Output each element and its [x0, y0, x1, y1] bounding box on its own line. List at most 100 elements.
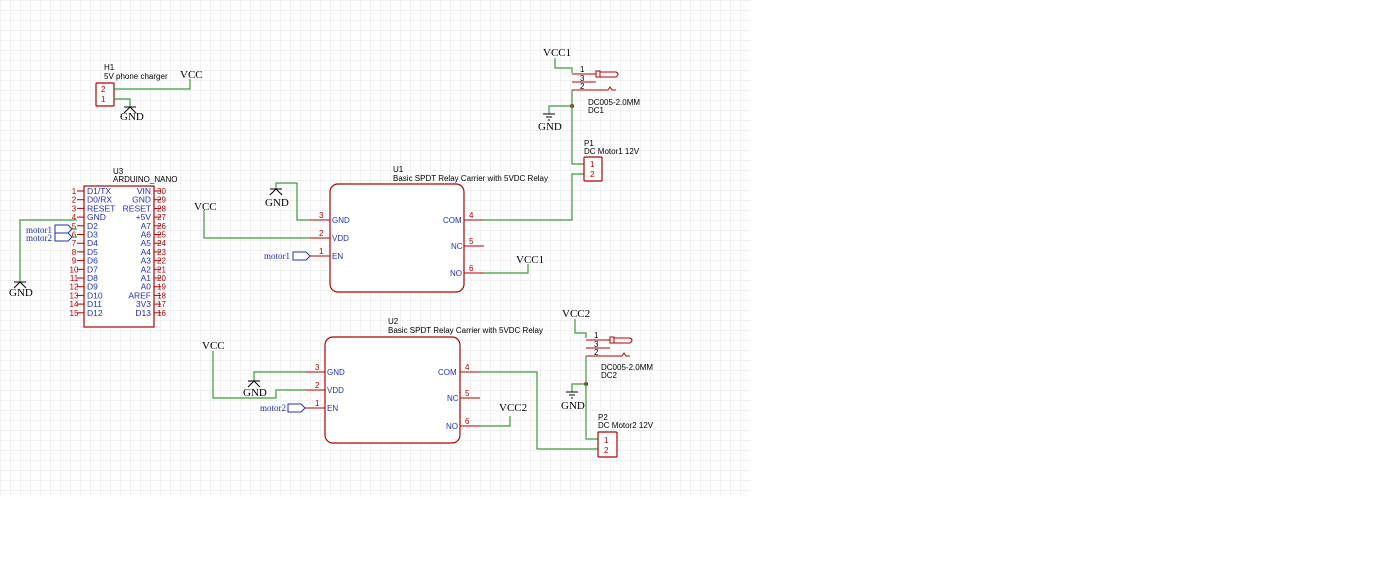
nano-left-pin-name: D0/RX [87, 195, 112, 205]
gnd-label-h1: GND [120, 111, 144, 123]
nano-right-pin-num: 16 [157, 309, 166, 318]
p1-motor-connector[interactable]: P1 DC Motor1 12V 1 2 [583, 139, 640, 182]
wire-u1-gnd [275, 182, 310, 221]
nano-right-pin-name: A0 [141, 282, 152, 292]
gnd-label-u1: GND [265, 197, 289, 209]
vcc-label-h1: VCC [180, 69, 203, 81]
gnd-symbol-dc1 [543, 113, 555, 121]
h1-connector[interactable]: H1 5V phone charger 2 1 [95, 63, 168, 107]
u2-pin-en: EN [327, 404, 338, 413]
nano-right-pin-name: AREF [128, 290, 151, 300]
nano-right-pin-num: 30 [157, 187, 166, 196]
gnd-label-u2: GND [243, 387, 267, 399]
dc1-ref: DC1 [588, 106, 605, 115]
u2-pin-num-vdd: 2 [315, 381, 320, 390]
nano-right-pin-name: A5 [141, 238, 152, 248]
nano-left-pin-num: 14 [70, 300, 79, 309]
nano-right-pin-name: +5V [136, 212, 152, 222]
u2-value: Basic SPDT Relay Carrier with 5VDC Relay [388, 326, 543, 335]
gnd-symbol-u2 [247, 380, 261, 388]
dc2-ref: DC2 [601, 371, 618, 380]
u2-pin-gnd: GND [327, 368, 345, 377]
gnd-label-dc2: GND [561, 400, 585, 412]
nano-left-pin-name: D5 [87, 247, 98, 257]
wire-u2-no-vcc2 [480, 416, 511, 427]
p2-motor-connector[interactable]: P2 DC Motor2 12V 1 2 [597, 413, 654, 458]
nano-right-pin-name: RESET [123, 203, 151, 213]
dc1-value: DC005-2.0MM [588, 98, 640, 107]
p1-ref: P1 [584, 139, 594, 148]
u1-pin-num-en: 1 [319, 247, 324, 256]
nano-left-pin-name: D1/TX [87, 186, 111, 196]
gnd-symbol-u1 [269, 188, 283, 196]
nano-left-pin-name: D2 [87, 221, 98, 231]
vcc2-label-dc2: VCC2 [562, 308, 590, 320]
motor1-flag-u1[interactable]: motor1 [264, 251, 311, 261]
vcc-label-u1: VCC [194, 201, 217, 213]
u2-pin-vdd: VDD [327, 386, 344, 395]
u2-pin-num-gnd: 3 [315, 363, 320, 372]
u2-pin-no: NO [446, 422, 458, 431]
u1-relay[interactable]: U1 Basic SPDT Relay Carrier with 5VDC Re… [310, 165, 548, 293]
dc2-pin-3: 3 [594, 340, 599, 349]
p1-pin-1: 1 [590, 160, 595, 169]
nano-right-pin-num: 19 [157, 283, 166, 292]
nano-left-pin-num: 15 [70, 309, 79, 318]
motor1-flag-nano[interactable]: motor1 [26, 224, 73, 235]
vcc2-label-u2: VCC2 [499, 402, 527, 414]
nano-right-pin-num: 17 [157, 300, 166, 309]
p1-pin-2: 2 [590, 170, 595, 179]
nano-left-pin-name: D3 [87, 230, 98, 240]
u1-pin-num-com: 4 [469, 211, 474, 220]
nano-right-pin-num: 21 [157, 265, 166, 274]
nano-right-pin-num: 27 [157, 213, 166, 222]
gnd-symbol-h1 [123, 106, 137, 114]
motor2-flag-nano[interactable]: motor2 [26, 232, 73, 243]
u2-pin-num-nc: 5 [465, 389, 470, 398]
nano-left-pin-num: 2 [72, 196, 77, 205]
u1-pin-nc: NC [451, 242, 463, 251]
motor2-flag-u2[interactable]: motor2 [260, 403, 306, 413]
dc2-pin-1: 1 [594, 331, 599, 340]
wire-nano-gnd [19, 219, 77, 282]
wire-u1-com-motor1 [484, 173, 584, 221]
dc1-pin-1: 1 [580, 65, 585, 74]
nano-left-pin-num: 8 [72, 248, 77, 257]
wire-dc2-motor2 [585, 384, 598, 440]
u1-pin-num-nc: 5 [469, 237, 474, 246]
nano-right-pin-name: GND [132, 195, 151, 205]
dc2-jack[interactable]: 1 3 2 DC005-2.0MM DC2 [586, 331, 653, 380]
wire-dc2-gnd [571, 356, 587, 392]
nano-right-pin-name: D13 [135, 308, 151, 318]
wire-h1-vcc [114, 79, 191, 90]
nano-right-pin-num: 28 [157, 204, 166, 213]
dc1-pin-2: 2 [580, 82, 585, 91]
nano-left-pin-name: D11 [87, 299, 102, 309]
vcc1-label-dc1: VCC1 [543, 47, 571, 59]
wire-h1-gnd [114, 98, 131, 107]
motor2-flag-nano-text: motor2 [26, 233, 52, 243]
wire-dc1-gnd [548, 90, 573, 114]
nano-left-pin-name: RESET [87, 203, 115, 213]
u1-pin-com: COM [443, 216, 462, 225]
h1-pin-2: 2 [101, 85, 106, 94]
nano-right-pin-name: 3V3 [136, 299, 151, 309]
u2-pin-nc: NC [447, 394, 459, 403]
motor1-flag-nano-text: motor1 [26, 225, 52, 235]
gnd-symbol-nano [13, 281, 27, 289]
nano-right-pin-name: A3 [141, 256, 152, 266]
u1-pin-num-gnd: 3 [319, 211, 324, 220]
nano-right-pin-name: A4 [141, 247, 152, 257]
nano-left-pin-name: D10 [87, 290, 103, 300]
gnd-label-nano: GND [9, 287, 33, 299]
p2-pin-2: 2 [604, 446, 609, 455]
motor2-flag-u2-text: motor2 [260, 403, 286, 413]
nano-left-pin-name: D4 [87, 238, 98, 248]
dc1-pin-3: 3 [580, 74, 585, 83]
nano-left-pin-num: 6 [72, 231, 77, 240]
dc1-jack[interactable]: 1 3 2 DC005-2.0MM DC1 [572, 65, 640, 115]
nano-right-pin-name: A7 [141, 221, 152, 231]
u2-relay[interactable]: U2 Basic SPDT Relay Carrier with 5VDC Re… [305, 317, 543, 444]
